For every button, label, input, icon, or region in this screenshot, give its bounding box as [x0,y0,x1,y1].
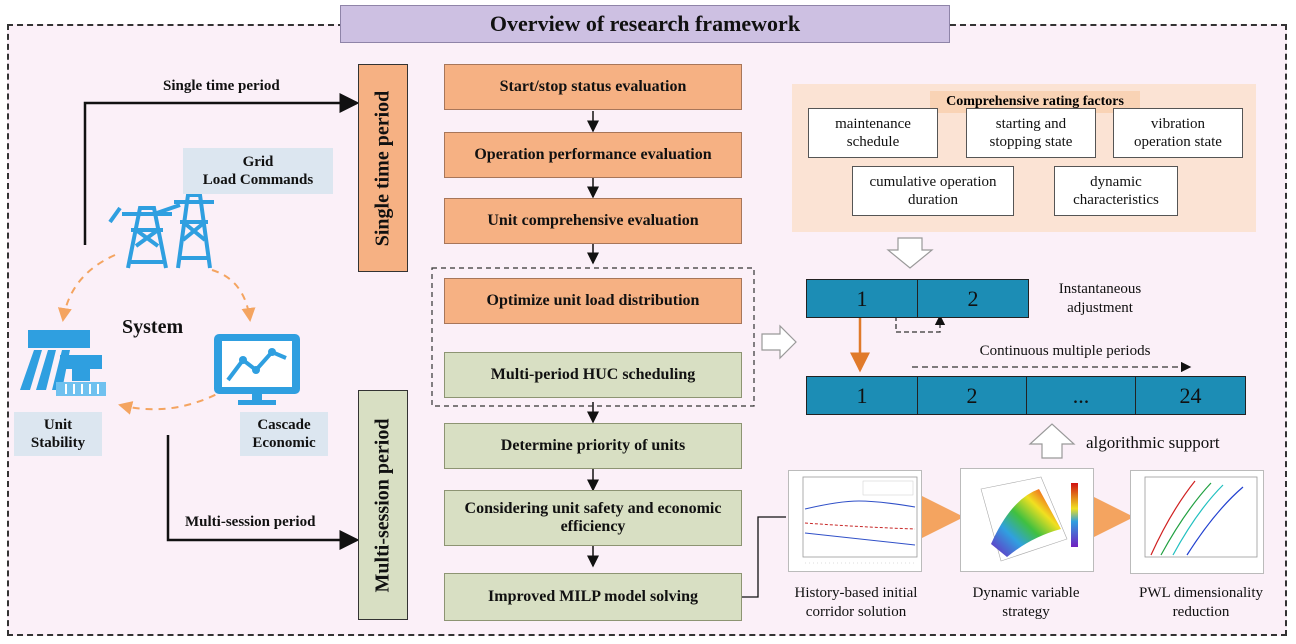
multi-period-connector [166,435,360,550]
rating-factors-title: Comprehensive rating factors [930,91,1140,113]
multi-period-huc-box: Multi-period HUC scheduling [444,352,742,398]
pwl-reduction-thumbnail [1130,470,1264,574]
bottom-cell-24: 24 [1135,376,1246,415]
continuous-label: Continuous multiple periods [979,343,1151,359]
system-label: System [122,316,184,338]
bottom-cell-1: 1 [806,376,918,415]
bottom-cell-2: 2 [917,376,1027,415]
method-dynamic-label: Dynamic variable strategy [972,585,1080,620]
hollow-right-arrow [761,324,797,360]
hollow-down-arrow [886,237,934,269]
hollow-up-arrow [1028,423,1076,459]
corridor-solution-thumbnail [788,470,922,572]
priority-units-box: Determine priority of units [444,423,742,469]
factor-dynamic: dynamic characteristics [1054,166,1178,216]
operation-performance-box: Operation performance evaluation [444,132,742,178]
single-period-vertical-box: Single time period [358,64,408,272]
unit-stability-label: Unit Stability [14,412,102,456]
start-stop-evaluation-box: Start/stop status evaluation [444,64,742,110]
method-corridor-label: History-based initial corridor solution [794,585,918,620]
hydropower-dam-icon [20,330,106,396]
transmission-tower-icon [108,193,214,269]
cascade-economic-label: Cascade Economic [240,412,328,456]
bottom-cell-ellipsis: ... [1026,376,1136,415]
grid-load-label: Grid Load Commands [183,148,333,194]
load-schedule-group [431,267,755,407]
instant-adjust-loop [895,314,946,333]
factor-maintenance: maintenance schedule [808,108,938,158]
optimize-load-box: Optimize unit load distribution [444,278,742,324]
top-cell-1: 1 [806,279,918,318]
instant-adjust-label: Instantaneous adjustment [1058,281,1142,316]
factor-start-stop: starting and stopping state [966,108,1096,158]
multi-period-vertical-box: Multi-session period [358,390,408,620]
factor-cumulative-duration: cumulative operation duration [852,166,1014,216]
page-title: Overview of research framework [340,5,950,43]
top-cell-2: 2 [917,279,1029,318]
cycle-arc-1 [57,254,116,322]
factor-vibration: vibration operation state [1113,108,1243,158]
safety-economic-box: Considering unit safety and economic eff… [444,490,742,546]
monitor-chart-icon [214,334,300,405]
milp-solving-box: Improved MILP model solving [444,573,742,621]
milp-to-methods-connector [740,516,786,598]
cycle-arc-2 [211,269,256,322]
method-pwl-label: PWL dimensionality reduction [1138,585,1263,620]
algorithmic-support-label: algorithmic support [1086,433,1220,452]
dynamic-variable-thumbnail [960,468,1094,572]
unit-comprehensive-box: Unit comprehensive evaluation [444,198,742,244]
single-period-label: Single time period [163,78,280,94]
multi-period-label: Multi-session period [185,514,316,530]
single-period-connector [83,93,360,245]
